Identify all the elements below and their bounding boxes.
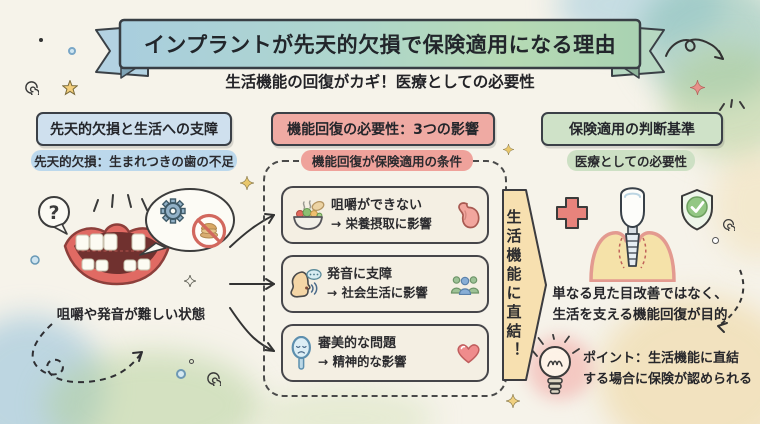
point-text: ポイント：生活機能に直結 する場合に保険が認められる (583, 349, 755, 391)
shield-check-icon (681, 189, 713, 231)
impact-box-chewing: 咀嚼ができない → 栄養摂取に影響 (281, 186, 489, 244)
heart-icon (457, 343, 480, 363)
implant-root-dashed-icon (618, 237, 625, 269)
dot-decoration (39, 38, 43, 42)
sparkle-icon (506, 394, 520, 408)
sparkle-icon (240, 176, 254, 190)
right-purpose-text: 単なる見た目改善ではなく、 生活を支える機能回復が目的 (533, 284, 747, 326)
impact-effect: → 栄養摂取に影響 (331, 216, 432, 231)
implant-screw-icon (625, 225, 640, 267)
page-subtitle: 生活機能の回復がカギ！医療としての必要性 (225, 73, 535, 91)
dot-decoration (68, 47, 76, 55)
impact-box-speech: 発音に支障 → 社会生活に影響 (281, 255, 489, 313)
dot-decoration (712, 237, 719, 244)
impact-title: 咀嚼ができない (331, 197, 423, 213)
sparkle-icon (184, 275, 196, 287)
left-caption: 咀嚼や発音が難しい状態 (56, 307, 206, 323)
mouth-missing-teeth-illustration: ? (30, 188, 235, 286)
tooth-crown-icon (620, 187, 645, 229)
speaking-head-icon (290, 269, 322, 298)
title-ribbon (95, 18, 665, 79)
right-sublabel: 医療としての必要性 (567, 150, 695, 171)
impact-effect: → 社会生活に影響 (327, 285, 428, 300)
impact-effect: → 精神的な影響 (318, 354, 407, 369)
no-chewing-icon (191, 213, 227, 249)
mouth-icon (63, 223, 171, 286)
point-line2: する場合に保険が認められる (583, 371, 753, 387)
question-mark: ? (48, 202, 59, 224)
star-icon (62, 80, 78, 96)
purpose-line1: 単なる見た目改善ではなく、 (552, 286, 728, 302)
connector-arrows-icon (229, 213, 275, 352)
dashed-loop-arrow-icon (31, 323, 143, 384)
purpose-line2: 生活を支える機能回復が目的 (552, 306, 728, 323)
direct-link-arrow-label: 生活機能に直結！ (504, 209, 523, 361)
sparkle-icon (690, 80, 705, 95)
spiral-icon (207, 372, 221, 386)
emphasis-lines-icon (93, 194, 148, 212)
curly-arrow-icon (665, 38, 724, 60)
food-bowl-icon (293, 200, 325, 230)
impact-title: 審美的な問題 (318, 335, 397, 351)
ribbon-band (118, 18, 642, 70)
gear-icon (160, 198, 186, 224)
left-column-header: 先天的欠損と生活への支障 (36, 112, 232, 146)
spiral-icon (723, 219, 735, 231)
direct-link-arrow-icon (502, 189, 547, 381)
speech-bubble-icon (139, 188, 235, 256)
dot-decoration (189, 359, 194, 364)
medical-cross-icon (556, 197, 588, 229)
sparkle-icon (503, 144, 514, 155)
implant-illustration (556, 187, 713, 282)
page-title: インプラントが先天的欠損で保険適用になる理由 (143, 33, 617, 57)
people-icon (450, 275, 480, 295)
lightbulb-icon (532, 334, 580, 395)
right-column-header: 保険適用の判断基準 (541, 112, 723, 146)
stomach-icon (458, 201, 480, 228)
dashed-arrow-down-icon (717, 269, 745, 333)
condition-label: 機能回復が保険適用の条件 (301, 150, 473, 171)
spiral-icon (25, 81, 39, 95)
impact-title: 発音に支障 (327, 266, 393, 282)
emphasis-lines-icon (719, 99, 745, 111)
dot-decoration (176, 369, 186, 379)
question-bubble-icon: ? (38, 196, 70, 235)
dot-decoration (30, 255, 40, 265)
point-line1: ポイント：生活機能に直結 (583, 351, 740, 366)
hand-mirror-icon (291, 335, 311, 370)
left-sublabel: 先天的欠損：生まれつきの歯の不足 (31, 150, 237, 171)
middle-column-header: 機能回復の必要性：3つの影響 (271, 112, 495, 146)
impact-box-aesthetic: 審美的な問題 → 精神的な影響 (281, 324, 489, 382)
